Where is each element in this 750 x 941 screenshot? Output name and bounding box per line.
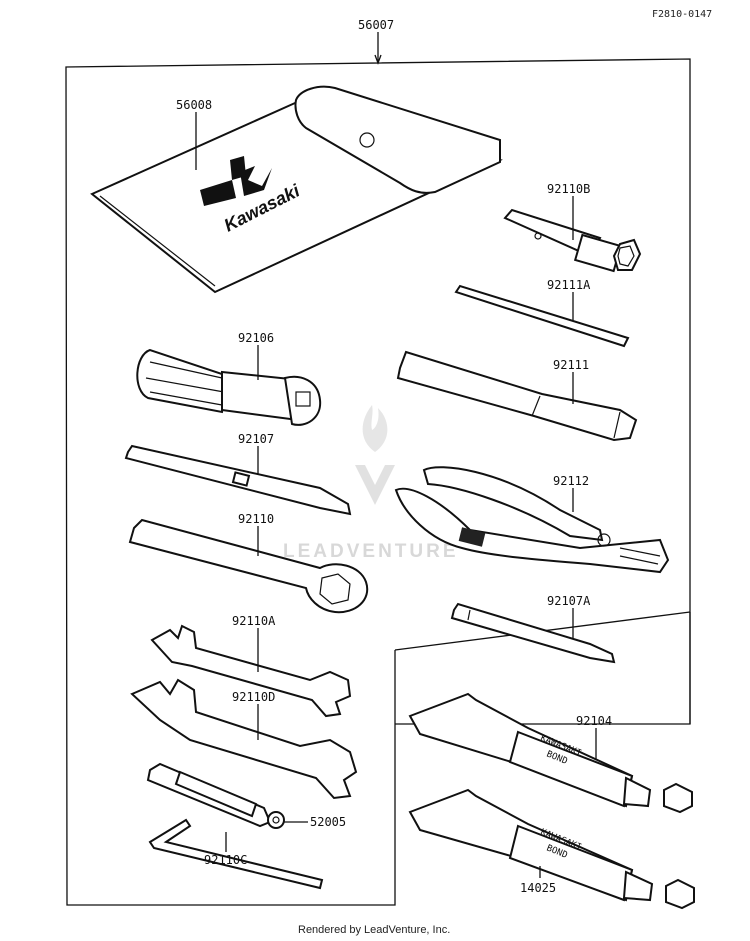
extension-handle: [396, 350, 638, 442]
hex-key: [148, 818, 324, 890]
part-label-92111: 92111: [553, 358, 589, 372]
part-label-92107: 92107: [238, 432, 274, 446]
part-label-92107a: 92107A: [547, 594, 591, 608]
part-label-92104: 92104: [576, 714, 612, 728]
part-label-92106: 92106: [238, 331, 274, 345]
pliers: [394, 466, 670, 574]
part-label-92110: 92110: [238, 512, 274, 526]
screwdriver: [124, 444, 352, 516]
bond-tube-upper: KAWASAKI BOND: [408, 692, 693, 814]
box-wrench: ​: [128, 518, 369, 614]
part-label-92111a: 92111A: [547, 278, 591, 292]
bar: [454, 284, 630, 348]
part-label-92110b: 92110B: [547, 182, 590, 196]
kawasaki-logo: [200, 156, 272, 206]
plug-wrench: [503, 208, 642, 273]
spoke-wrench: [146, 762, 285, 829]
part-label-56007: 56007: [358, 18, 394, 32]
kit-frame: [65, 58, 691, 906]
part-label-14025: 14025: [520, 881, 556, 895]
screwdriver-short: [450, 602, 616, 664]
watermark-text: LEADVENTURE: [283, 541, 459, 562]
part-label-92110c: 92110C: [204, 853, 247, 867]
part-label-92112: 92112: [553, 474, 589, 488]
part-label-56008: 56008: [176, 98, 212, 112]
open-end-wrench-small: [150, 624, 352, 718]
footer-credit: Rendered by LeadVenture, Inc.: [298, 924, 450, 936]
screwdriver-grip: [136, 348, 322, 426]
part-label-92110d: 92110D: [232, 690, 275, 704]
part-label-92110a: 92110A: [232, 614, 276, 628]
reference-code: F2810-0147: [652, 9, 712, 20]
watermark-logo: [355, 405, 395, 505]
part-label-52005: 52005: [310, 815, 346, 829]
open-end-wrench-large: [130, 678, 358, 800]
bond-tube-lower: KAWASAKI BOND: [408, 788, 695, 910]
tool-pouch: Kawasaki: [90, 85, 503, 294]
